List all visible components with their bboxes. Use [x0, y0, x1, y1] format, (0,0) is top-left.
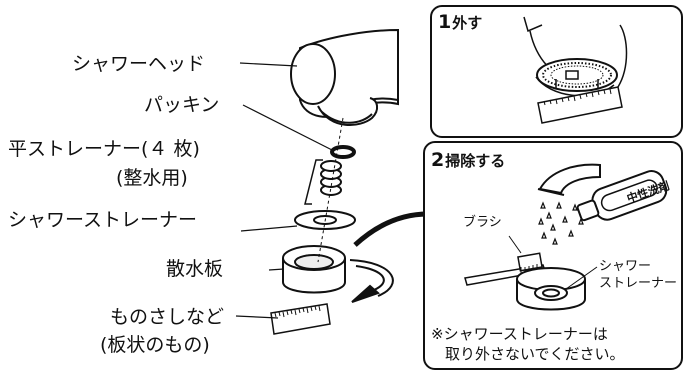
label-ruler: ものさしなど — [110, 306, 225, 328]
brush-icon — [464, 252, 546, 286]
label-shower-strainer-line2: ストレーナー — [599, 276, 678, 291]
packing-ring — [330, 145, 356, 159]
step1-illustration — [523, 16, 628, 124]
step1-number: 1 — [438, 11, 452, 33]
strainer-bracket — [304, 159, 323, 205]
ruler-illustration — [270, 303, 331, 335]
shower-head-illustration — [290, 28, 399, 127]
leader-lines — [235, 62, 335, 319]
label-flat-strainer: 平ストレーナー(４ 枚) — [8, 138, 200, 160]
step2-panel: 2掃除する — [423, 141, 683, 370]
faucet-icon — [538, 163, 601, 195]
label-packing: パッキン — [144, 94, 220, 116]
step1-panel: 1外す — [430, 5, 683, 138]
label-shower-strainer: シャワーストレーナー — [8, 209, 198, 231]
spray-plate — [282, 245, 346, 294]
note-line1: ※シャワーストレーナーは — [431, 325, 608, 343]
label-flat-strainer-sub: (整水用) — [116, 167, 188, 189]
detergent-bottle-icon — [576, 170, 668, 222]
rotate-arrow — [349, 259, 394, 303]
step2-illustration — [464, 163, 668, 311]
label-ruler-sub: (板状のもの) — [100, 334, 210, 356]
note-line2: 取り外さないでください。 — [445, 345, 625, 363]
step2-heading: 2掃除する — [431, 149, 505, 171]
label-shower-strainer-line1: シャワー — [599, 259, 652, 274]
step2-number: 2 — [431, 149, 445, 171]
step1-title: 外す — [452, 14, 483, 32]
flow-arrow — [353, 211, 429, 247]
spray-plate-icon — [516, 267, 586, 311]
assembly-axis — [317, 117, 344, 263]
step2-title: 掃除する — [445, 152, 506, 170]
step1-heading: 1外す — [438, 11, 482, 33]
label-spray-plate: 散水板 — [166, 258, 224, 280]
label-brush: ブラシ — [463, 215, 502, 230]
label-shower-head: シャワーヘッド — [72, 53, 206, 75]
